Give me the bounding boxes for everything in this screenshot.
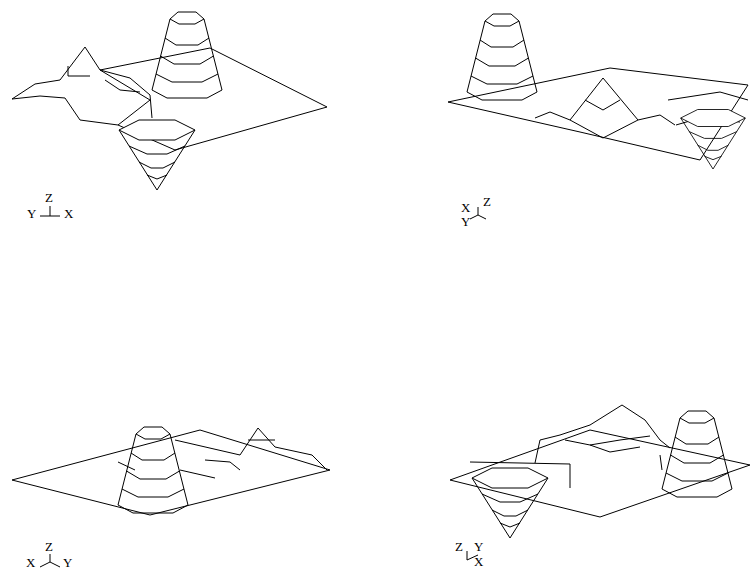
axis-label: X [474, 555, 483, 569]
view-bottom-right [450, 405, 750, 560]
axis-label: Y [461, 215, 470, 229]
axis-label: Y [27, 207, 36, 221]
axis-label: X [26, 556, 35, 570]
view-bottom-left [12, 427, 330, 567]
view-top-right [448, 14, 748, 219]
axis-label: Z [455, 540, 463, 554]
view-top-left [12, 12, 327, 216]
axis-label: Z [45, 540, 53, 554]
axis-label: Z [45, 191, 53, 205]
axis-label: Y [474, 540, 483, 554]
axis-label: X [461, 201, 470, 215]
axis-label: Y [63, 556, 72, 570]
axis-label: Z [483, 195, 491, 209]
axis-label: X [64, 207, 73, 221]
